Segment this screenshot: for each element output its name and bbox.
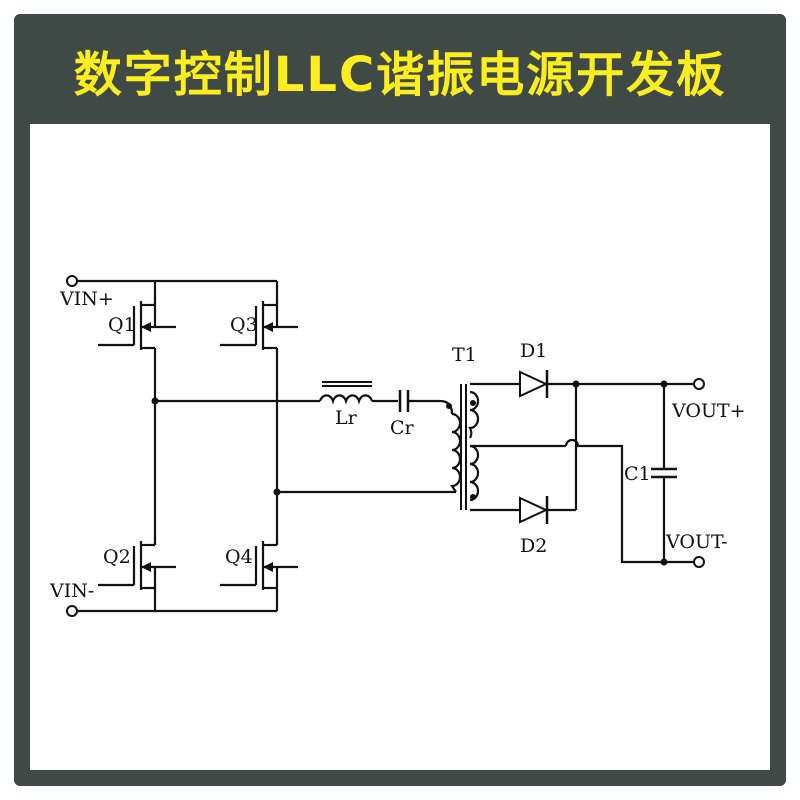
tank-wire-right <box>408 399 454 415</box>
label-vout-plus: VOUT+ <box>671 400 746 422</box>
label-d2: D2 <box>520 535 547 557</box>
label-cr: Cr <box>390 417 415 439</box>
cathode-node <box>572 380 580 388</box>
mosfet-q4 <box>220 541 298 611</box>
label-q4: Q4 <box>225 546 253 568</box>
label-q1: Q1 <box>108 314 136 336</box>
inductor-lr <box>318 381 374 405</box>
label-vin-minus: VIN- <box>49 580 94 602</box>
vout-minus-terminal <box>693 556 705 568</box>
transformer-t1 <box>446 384 480 510</box>
page-title: 数字控制LLC谐振电源开发板 <box>73 47 727 103</box>
label-vout-minus: VOUT- <box>665 531 728 553</box>
vin-plus-terminal <box>66 275 277 287</box>
diode-d2 <box>519 496 549 524</box>
label-c1: C1 <box>624 463 651 485</box>
diode-d1 <box>519 370 549 398</box>
vout-plus-terminal <box>693 378 705 390</box>
vout-minus-rail <box>564 438 694 564</box>
capacitor-c1 <box>651 380 677 566</box>
label-lr: Lr <box>335 407 358 429</box>
vin-minus-terminal <box>66 605 277 617</box>
label-vin-plus: VIN+ <box>59 288 114 310</box>
capacitor-cr <box>398 390 410 412</box>
label-t1: T1 <box>452 344 477 366</box>
label-q3: Q3 <box>230 314 258 336</box>
schematic-canvas <box>30 124 770 770</box>
mosfet-q2 <box>98 541 176 611</box>
label-q2: Q2 <box>103 546 131 568</box>
mosfet-q1 <box>98 281 176 350</box>
mosfet-q3 <box>220 281 298 350</box>
label-d1: D1 <box>520 340 547 362</box>
title-bar: 数字控制LLC谐振电源开发板 <box>30 30 770 110</box>
